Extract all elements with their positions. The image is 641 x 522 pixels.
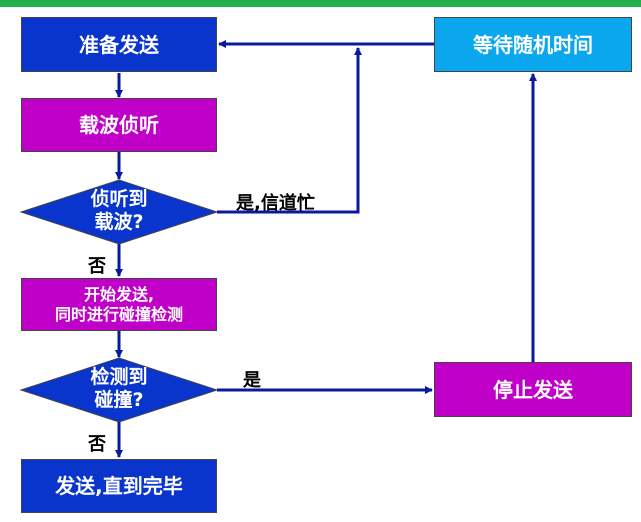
carrier-sense-box: 载波侦听 xyxy=(21,98,217,152)
sense-decision-line2: 载波? xyxy=(94,210,144,233)
collision-decision-text: 检测到 碰撞? xyxy=(69,366,169,412)
sense-decision-text: 侦听到 载波? xyxy=(69,188,169,234)
send-complete-box: 发送,直到完毕 xyxy=(21,459,217,513)
arrow-busy-loop xyxy=(217,47,362,214)
sense-decision-line1: 侦听到 xyxy=(90,188,148,210)
collision-decision-line1: 检测到 xyxy=(90,366,148,388)
edge-label-yes-busy: 是,信道忙 xyxy=(236,193,315,214)
edge-label-no-2: 否 xyxy=(88,434,106,455)
title-bar xyxy=(0,0,641,7)
prepare-send-box: 准备发送 xyxy=(21,17,217,72)
wait-random-label: 等待随机时间 xyxy=(473,32,593,57)
carrier-sense-label: 载波侦听 xyxy=(79,113,159,137)
send-complete-label: 发送,直到完毕 xyxy=(55,474,183,498)
prepare-send-label: 准备发送 xyxy=(79,32,159,57)
edge-label-yes-collision: 是 xyxy=(243,370,261,391)
start-send-box: 开始发送, 同时进行碰撞检测 xyxy=(21,278,217,331)
start-send-line1: 开始发送, xyxy=(83,285,155,305)
start-send-line2: 同时进行碰撞检测 xyxy=(54,304,183,324)
edge-label-no-1: 否 xyxy=(88,256,106,277)
stop-send-box: 停止发送 xyxy=(434,362,632,417)
collision-decision-line2: 碰撞? xyxy=(94,388,144,411)
stop-send-label: 停止发送 xyxy=(493,377,573,402)
wait-random-box: 等待随机时间 xyxy=(434,17,632,72)
